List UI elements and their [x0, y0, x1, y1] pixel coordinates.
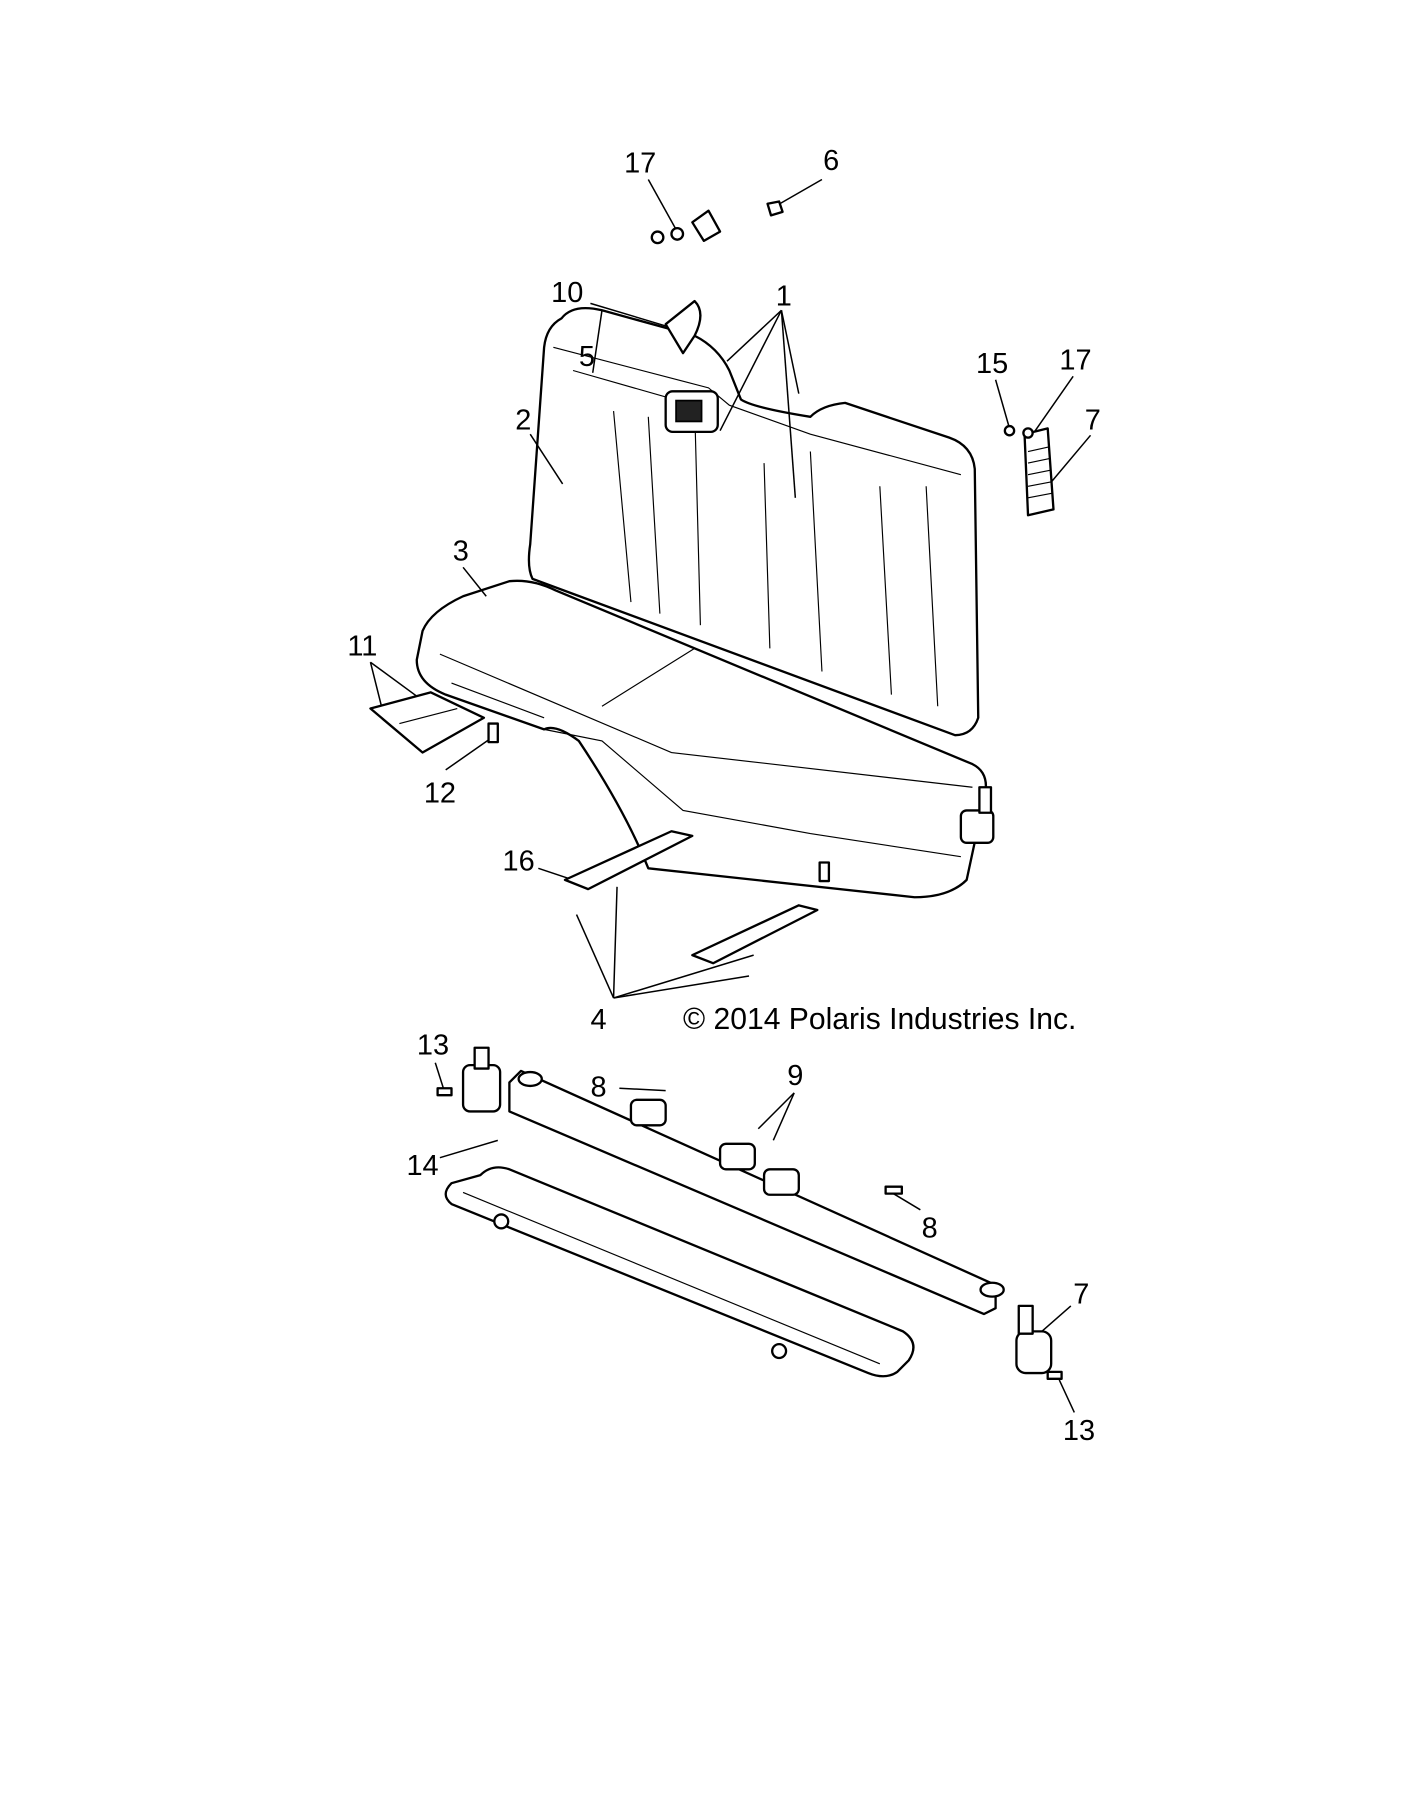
callout-label: 8 — [922, 1213, 938, 1245]
callout-labels: 17 6 10 1 5 2 15 17 7 3 11 12 16 4 13 8 … — [347, 145, 1101, 1447]
callout-label: 16 — [503, 846, 535, 878]
callout-label: 17 — [1059, 344, 1091, 376]
copyright-text: © 2014 Polaris Industries Inc. — [683, 1003, 1076, 1036]
callout-label: 10 — [551, 277, 583, 309]
callout-label: 8 — [590, 1071, 606, 1103]
seat-cushion[interactable] — [415, 579, 988, 899]
callout-label: 12 — [424, 777, 456, 809]
callout-label: 7 — [1085, 405, 1101, 437]
hardware-parts — [369, 200, 1055, 965]
leader-lines — [369, 178, 1092, 1413]
callout-label: 7 — [1073, 1279, 1089, 1311]
callout-label: 14 — [406, 1150, 438, 1182]
callout-label: 3 — [453, 535, 469, 567]
callout-label: 1 — [776, 281, 792, 313]
callout-label: 4 — [590, 1004, 606, 1036]
callout-label: 5 — [579, 341, 595, 373]
callout-label: 2 — [515, 405, 531, 437]
callout-label: 9 — [787, 1060, 803, 1092]
seat-backrest[interactable] — [527, 307, 980, 737]
callout-label: 6 — [823, 145, 839, 177]
callout-label: 15 — [976, 348, 1008, 380]
callout-label: 13 — [1063, 1415, 1095, 1447]
callout-label: 13 — [417, 1030, 449, 1062]
callout-label: 17 — [624, 148, 656, 180]
seat-base-frame[interactable] — [436, 1046, 1063, 1380]
callout-label: 11 — [347, 630, 377, 662]
